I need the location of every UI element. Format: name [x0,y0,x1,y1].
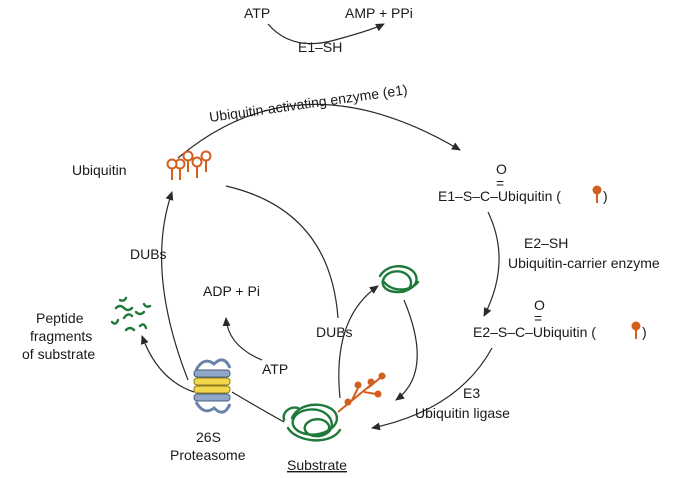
ubiquitin-activating-enzyme-label: Ubiquitin-activating enzyme (e1) [208,81,408,125]
e2-close-paren: ) [642,324,647,340]
substrate-label: Substrate [287,457,347,473]
proteasome-label-line2: Proteasome [170,447,246,463]
dubs-to-ubiquitin-line [225,185,339,319]
atp-to-amp-arrow [267,23,385,45]
e1-to-e2-arrow [483,211,500,317]
free-substrate-icon [378,265,420,294]
free-to-substrate-arrow [395,299,418,401]
e1-double-bond: = [496,175,504,191]
ubiquitinated-substrate-icon [282,372,386,442]
peptide-label-line3: of substrate [22,346,95,362]
ubiquitin-icon-small [592,185,602,203]
peptide-fragments-icon [110,296,152,332]
proteasome-to-peptides-arrow [140,335,195,393]
proteasome-label-line1: 26S [196,429,221,445]
e2-double-bond: = [534,310,542,326]
e2-to-substrate-arrow [371,347,493,431]
ubiquitin-icon [166,150,212,180]
proteasome-to-ubiquitin-arrow [161,191,189,381]
ubiquitin-carrier-enzyme-label: Ubiquitin-carrier enzyme [508,255,660,271]
e2-ubiquitin-thioester-label: E2–S–C–Ubiquitin ( [473,324,596,340]
amp-ppi-label: AMP + PPi [345,5,413,21]
proteasome-icon [193,358,232,414]
substrate-to-proteasome-line [231,391,285,423]
atp-to-adp-arrow [222,317,263,361]
e1-close-paren: ) [603,188,608,204]
atp-lower-label: ATP [262,361,288,377]
e2-oxygen-label: O [534,297,545,313]
activation-arc [177,103,461,159]
substrate-to-free-arrow [338,285,379,399]
e1-oxygen-label: O [496,161,507,177]
dubs-left-label: DUBs [130,246,167,262]
ubiquitin-ligase-label: Ubiquitin ligase [415,405,510,421]
e1-ubiquitin-thioester-label: E1–S–C–Ubiquitin ( [438,188,561,204]
peptide-label-line1: Peptide [36,310,84,326]
e1-sh-label: E1–SH [298,39,342,55]
atp-top-label: ATP [244,5,270,21]
ubiquitin-icon-small [631,321,641,339]
peptide-label-line2: fragments [30,328,92,344]
adp-pi-label: ADP + Pi [203,283,260,299]
dubs-center-label: DUBs [316,324,353,340]
e3-label: E3 [463,385,480,401]
ubiquitin-label: Ubiquitin [72,162,126,178]
e2-sh-label: E2–SH [524,235,568,251]
